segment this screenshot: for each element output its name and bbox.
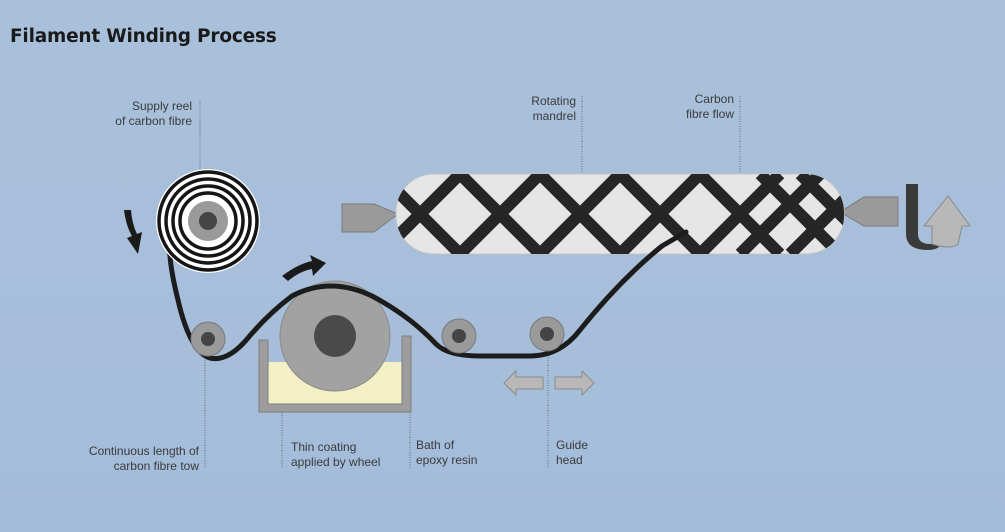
reel-rotation-arrow xyxy=(124,210,142,254)
guide-head-roller xyxy=(529,316,565,352)
label-continuous-length: Continuous length of carbon fibre tow xyxy=(88,444,199,473)
label-rotating-mandrel: Rotating mandrel xyxy=(531,94,576,123)
guide-left-arrow xyxy=(503,369,544,397)
coating-wheel xyxy=(279,280,391,392)
label-guide-head: Guide head xyxy=(556,438,589,467)
label-carbon-fibre-flow: Carbon fibre flow xyxy=(685,92,734,121)
label-bath: Bath of epoxy resin xyxy=(416,438,478,467)
mandrel-fibre-winding xyxy=(396,174,844,254)
leader-lines xyxy=(199,96,741,468)
diagram-title: Filament Winding Process xyxy=(10,26,277,47)
resin-bath-tray xyxy=(258,335,412,413)
roller-1 xyxy=(190,321,226,357)
roller-2 xyxy=(441,318,477,354)
supply-reel xyxy=(156,169,260,273)
guide-right-arrow xyxy=(554,369,595,397)
mandrel-left-shaft xyxy=(341,203,399,233)
mandrel-right-shaft xyxy=(839,196,899,227)
label-supply-reel: Supply reel of carbon fibre xyxy=(115,99,192,128)
mandrel-rotation-arrow xyxy=(906,184,971,250)
label-thin-coating: Thin coating applied by wheel xyxy=(291,440,381,469)
rotating-mandrel xyxy=(341,173,899,255)
wheel-rotation-arrow xyxy=(282,255,326,281)
